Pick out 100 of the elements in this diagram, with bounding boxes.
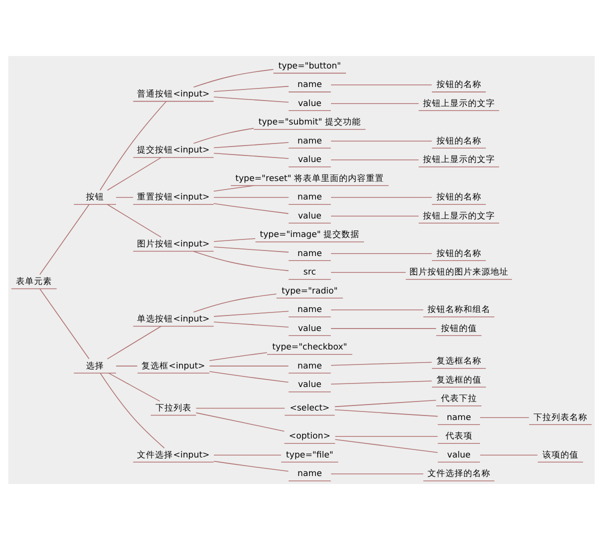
connector	[330, 380, 432, 385]
connector	[213, 460, 289, 472]
node-text: 该项的值	[542, 450, 578, 460]
node-text: <select>	[290, 403, 330, 414]
node-text: name	[298, 248, 322, 259]
node-text: 重置按钮<input>	[137, 192, 210, 203]
connector	[334, 400, 436, 408]
connector	[214, 86, 289, 92]
connector	[214, 142, 289, 148]
connector	[214, 322, 289, 328]
connector	[193, 128, 254, 144]
connector	[196, 412, 285, 432]
node-text: 复选框<input>	[142, 361, 206, 372]
connector	[330, 159, 419, 160]
connector	[100, 373, 165, 448]
node-text: 按钮上显示的文字	[422, 155, 495, 166]
connector	[209, 352, 268, 361]
node-text: value	[298, 324, 322, 334]
connector	[330, 328, 436, 329]
connector	[214, 196, 289, 198]
node-text: name	[298, 136, 322, 146]
connector	[213, 185, 254, 192]
node-text: type="file"	[286, 450, 334, 460]
connector	[108, 372, 160, 402]
node-text: value	[447, 450, 471, 460]
connector	[107, 157, 162, 191]
node-text: name	[298, 305, 322, 316]
node-text: 复选框名称	[436, 356, 482, 367]
connector	[107, 204, 162, 238]
connector	[116, 196, 134, 198]
node-text: 代表下拉	[440, 394, 477, 404]
connector	[330, 309, 424, 310]
connector	[330, 84, 432, 86]
connector	[330, 362, 432, 366]
connector	[330, 272, 406, 273]
connector	[193, 250, 289, 272]
node-text: type="radio"	[282, 286, 338, 296]
connector	[214, 454, 282, 456]
node-text: value	[298, 211, 322, 222]
node-text: name	[298, 192, 322, 203]
node-text: 提交按钮<input>	[137, 146, 210, 156]
node-text: name	[298, 469, 322, 480]
connector	[193, 294, 277, 312]
node-text: 选择	[86, 361, 104, 372]
node-text: 表单元素	[16, 276, 52, 287]
connector	[214, 96, 289, 103]
node-text: value	[298, 155, 322, 166]
connector	[330, 253, 432, 254]
node-text: <option>	[288, 432, 330, 442]
connector	[214, 152, 289, 159]
node-text: type="reset" 将表单里面的内容重置	[235, 174, 384, 184]
node-text: name	[446, 412, 472, 423]
node-text: 按钮名称和组名	[427, 305, 490, 316]
node-text: 代表项	[445, 432, 472, 442]
connector	[214, 310, 289, 317]
node-text: name	[298, 80, 322, 90]
node-text: type="button"	[278, 61, 341, 72]
node-text: value	[298, 380, 322, 390]
node-text: 图片按钮的图片来源地址	[409, 268, 508, 278]
connector	[214, 246, 289, 253]
node-text: value	[298, 98, 322, 109]
connector	[480, 417, 530, 418]
node-text: 图片按钮<input>	[137, 239, 210, 250]
node-text: 单选按钮<input>	[137, 314, 210, 324]
connector	[330, 473, 424, 474]
node-text: 按钮上显示的文字	[422, 98, 495, 109]
node-text: type="submit" 提交功能	[258, 118, 361, 128]
connector	[214, 238, 256, 242]
connector	[39, 288, 90, 360]
node-text: 文件选择<input>	[137, 450, 210, 460]
connector	[209, 371, 289, 383]
connector	[39, 204, 90, 275]
connector	[100, 100, 167, 191]
connector	[196, 408, 286, 409]
connector	[213, 203, 289, 214]
connector	[334, 436, 438, 437]
node-text: 按钮的名称	[436, 80, 482, 90]
node-text: 按钮上显示的文字	[422, 211, 495, 222]
node-text: 按钮	[86, 192, 104, 203]
connector	[330, 196, 432, 198]
node-text: 按钮的值	[440, 324, 477, 334]
node-text: 复选框的值	[436, 375, 482, 386]
connector	[330, 103, 419, 104]
node-text: type="checkbox"	[272, 342, 348, 353]
node-text: 普通按钮<input>	[137, 89, 210, 100]
connector	[107, 326, 162, 360]
node-text: type="image" 提交数据	[260, 230, 360, 240]
connector	[330, 140, 432, 142]
connector	[193, 69, 274, 88]
node-text: name	[298, 361, 322, 372]
node-text: 下拉列表名称	[533, 412, 588, 423]
node-text: 文件选择的名称	[427, 469, 490, 480]
connector	[334, 439, 438, 453]
node-text: 按钮的名称	[436, 192, 482, 203]
node-text: src	[303, 268, 316, 278]
node-text: 按钮的名称	[436, 136, 482, 146]
connector	[334, 409, 438, 417]
node-text: 下拉列表	[155, 403, 192, 414]
node-text: 按钮的名称	[436, 248, 482, 259]
connector	[480, 454, 538, 456]
